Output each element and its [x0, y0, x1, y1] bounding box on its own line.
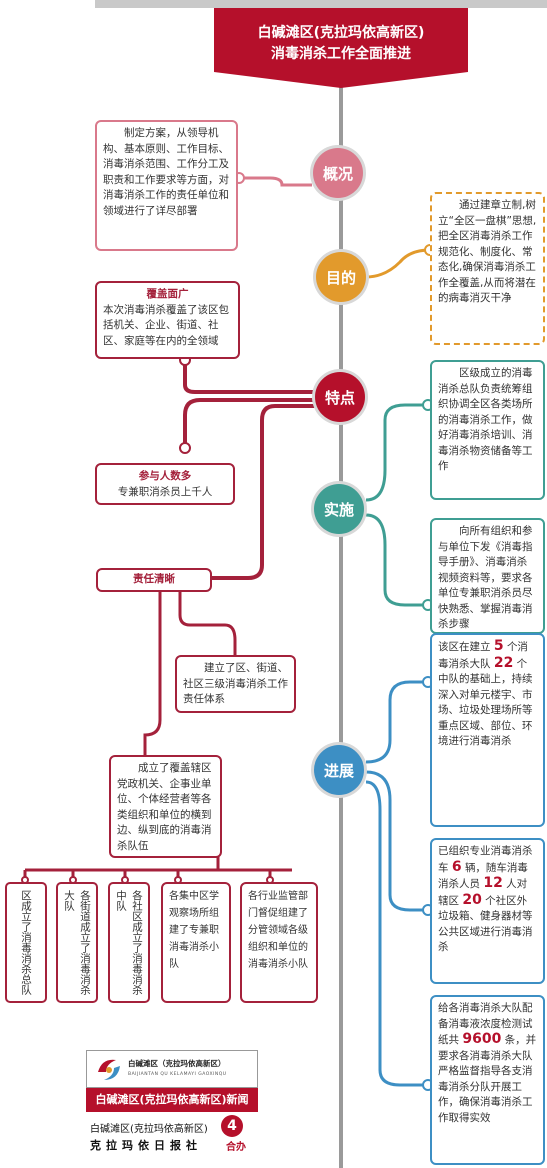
- sub-col-street: 各街道成立了消毒消杀大队: [56, 882, 98, 1003]
- logo-pinyin: BAIJIANTAN QU KELAMAYI GAOXINQU: [128, 1072, 227, 1077]
- node-shishi: 实施: [314, 484, 364, 534]
- coverage-text: 本次消毒消杀覆盖了该区包括机关、企业、街道、社区、家庭等在内的全领域: [103, 303, 229, 347]
- team-count: 5: [493, 638, 504, 654]
- duty-branch-right: [178, 590, 237, 660]
- jinzhan-connector-3: [365, 780, 428, 1087]
- team-branches: [23, 855, 292, 880]
- jinzhan-box-1: 该区在建立 5 个消毒消杀大队 22 个中队的基础上，持续深入对单元楼宇、市场、…: [430, 633, 545, 827]
- squad-count: 22: [493, 654, 514, 671]
- logo-line1: 白碱滩区(克拉玛依高新区): [90, 1124, 208, 1135]
- shishi-connector-1: [365, 403, 428, 502]
- node-jinzhan: 进展: [314, 745, 364, 795]
- vehicle-count: 6: [451, 858, 462, 875]
- logo-number-badge: 4: [221, 1115, 243, 1137]
- logo-news-bar: 白碱滩区(克拉玛依高新区)新闻: [86, 1088, 258, 1112]
- staff-count: 12: [483, 875, 503, 891]
- logo-swirl-icon: [98, 1059, 120, 1080]
- community-count: 20: [462, 891, 482, 908]
- people-title: 参与人数多: [138, 470, 192, 482]
- gaikuang-connector: [239, 176, 312, 187]
- gaikuang-box: 制定方案，从领导机构、基本原则、工作目标、消毒消杀范围、工作分工及职责和工作要求…: [95, 120, 238, 251]
- header-banner-tail: [214, 72, 468, 88]
- sub-col-district: 区成立了消毒消杀总队: [5, 882, 47, 1003]
- three-level-box: 建立了区、街道、社区三级消毒消杀工作责任体系: [175, 655, 296, 713]
- team-box: 成立了覆盖辖区党政机关、企事业单位、个体经营者等各类组织和单位的横到边、纵到底的…: [109, 755, 222, 858]
- jinzhan-connector-1: [365, 680, 428, 764]
- node-tedian: 特点: [315, 372, 365, 422]
- logo-coop: 合办: [226, 1142, 246, 1153]
- test-strip-count: 9600: [462, 1031, 502, 1047]
- top-bar: [95, 0, 547, 8]
- sub-col-community-text: 各社区成立了消毒消杀中队: [115, 890, 143, 995]
- jinzhan-connector-2: [365, 770, 428, 912]
- sub-col-observation: 各集中区学观察场所组建了专兼职消毒消杀小队: [161, 882, 231, 1003]
- tedian-dot-mid: [179, 442, 191, 454]
- logo-name: 白碱滩区（克拉玛依高新区）: [128, 1059, 226, 1068]
- people-box: 参与人数多 专兼职消杀员上千人: [95, 463, 235, 505]
- duty-branch-down: [143, 590, 162, 755]
- mudi-box: 通过建章立制,树立“全区一盘棋”思想,把全区消毒消杀工作规范化、制度化、常态化,…: [430, 192, 545, 345]
- node-gaikuang: 概况: [313, 148, 363, 198]
- tedian-connector-top: [183, 360, 315, 394]
- shishi-connector-2: [365, 513, 428, 607]
- sub-col-district-text: 区成立了消毒消杀总队: [20, 890, 32, 995]
- shishi-box-2: 向所有组织和参与单位下发《消毒指导手册》、消毒消杀视频资料等，要求各单位专兼职消…: [430, 518, 545, 634]
- jinzhan-box-3: 给各消毒消杀大队配备消毒液浓度检测试纸共 9600 条，并要求各消毒消杀大队严格…: [430, 995, 545, 1165]
- mudi-connector: [365, 248, 431, 279]
- sub-col-community: 各社区成立了消毒消杀中队: [108, 882, 150, 1003]
- sub-col-industry: 各行业监管部门督促组建了分管领域各级组织和单位的消毒消杀小队: [240, 882, 318, 1003]
- header-title-line1: 白碱滩区(克拉玛依高新区): [257, 25, 425, 41]
- coverage-box: 覆盖面广 本次消毒消杀覆盖了该区包括机关、企业、街道、社区、家庭等在内的全领域: [95, 281, 240, 359]
- node-mudi: 目的: [316, 252, 366, 302]
- shishi-box-1: 区级成立的消毒消杀总队负责统筹组织协调全区各类场所的消毒消杀工作，做好消毒消杀培…: [430, 360, 545, 500]
- header-banner: 白碱滩区(克拉玛依高新区) 消毒消杀工作全面推进: [214, 8, 468, 72]
- sub-col-street-text: 各街道成立了消毒消杀大队: [63, 890, 91, 995]
- tedian-connector-bottom: [212, 404, 315, 580]
- people-text: 专兼职消杀员上千人: [117, 485, 213, 498]
- tedian-connector-mid: [183, 398, 315, 445]
- header-title-line2: 消毒消杀工作全面推进: [271, 46, 411, 62]
- coverage-title: 覆盖面广: [146, 288, 189, 300]
- duty-pill: 责任清晰: [96, 568, 212, 592]
- jinzhan-box-2: 已组织专业消毒消杀车 6 辆，随车消毒消杀人员 12 人对辖区 20 个社区外垃…: [430, 838, 545, 984]
- logo-line2: 克拉玛依日报社: [90, 1139, 202, 1152]
